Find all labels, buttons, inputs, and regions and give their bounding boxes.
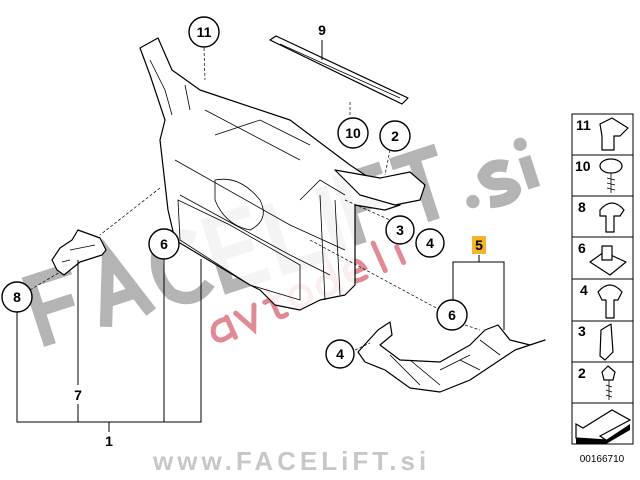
svg-text:11: 11 (576, 117, 591, 133)
legend-item-10[interactable]: 10 (575, 158, 623, 193)
svg-text:8: 8 (13, 289, 21, 305)
diagram-number: 00166710 (580, 454, 625, 465)
callout-4-bracket[interactable]: 4 (325, 339, 355, 369)
callout-6-bracket[interactable]: 6 (436, 299, 468, 331)
view-direction-arrow-icon (575, 409, 632, 444)
callout-6[interactable]: 6 (148, 228, 180, 260)
svg-text:11: 11 (197, 24, 212, 40)
svg-text:4: 4 (426, 235, 434, 251)
clip-icon (599, 117, 629, 151)
svg-text:6: 6 (448, 307, 456, 323)
svg-text:2: 2 (391, 128, 399, 144)
callout-11[interactable]: 11 (188, 16, 220, 48)
svg-text:3: 3 (396, 222, 404, 238)
legend-item-8[interactable]: 8 (578, 199, 625, 233)
svg-text:10: 10 (345, 125, 361, 141)
legend-item-4[interactable]: 4 (580, 282, 623, 319)
svg-text:6: 6 (578, 240, 586, 256)
highlight-5 (472, 236, 486, 254)
legend-item-3[interactable]: 3 (578, 323, 614, 361)
svg-text:10: 10 (575, 158, 591, 174)
strip-part-9 (269, 35, 409, 105)
bracket-part-7 (51, 229, 107, 276)
svg-text:6: 6 (160, 236, 168, 252)
label-1: 1 (105, 433, 113, 449)
svg-text:8: 8 (578, 199, 586, 215)
svg-text:4: 4 (580, 282, 588, 298)
screw-washer-icon (599, 158, 623, 174)
watermark-footer: www.FACELiFT.si (152, 446, 430, 476)
callout-10[interactable]: 10 (337, 117, 369, 149)
bolt-icon (597, 284, 623, 319)
label-7: 7 (74, 387, 82, 403)
legend-item-2[interactable]: 2 (578, 365, 616, 400)
svg-text:2: 2 (578, 365, 586, 381)
bracket-part-5 (357, 321, 546, 393)
bracket-plate-icon (599, 323, 614, 361)
torx-bolt-icon (599, 202, 625, 233)
screw-icon (601, 365, 616, 381)
callout-4[interactable]: 4 (415, 228, 445, 258)
svg-text:4: 4 (336, 346, 344, 362)
clip-nut-icon (589, 251, 627, 276)
front-end-carrier-part (139, 37, 426, 311)
legend-item-11[interactable]: 11 (576, 117, 629, 151)
callout-2[interactable]: 2 (379, 120, 411, 152)
label-5[interactable]: 5 (475, 237, 483, 253)
callout-8[interactable]: 8 (1, 281, 33, 313)
legend-item-6[interactable]: 6 (578, 240, 627, 276)
label-9: 9 (318, 22, 326, 38)
callout-3[interactable]: 3 (385, 215, 415, 245)
legend-panel: 11 10 8 6 4 3 2 (571, 113, 634, 445)
svg-text:3: 3 (578, 323, 586, 339)
